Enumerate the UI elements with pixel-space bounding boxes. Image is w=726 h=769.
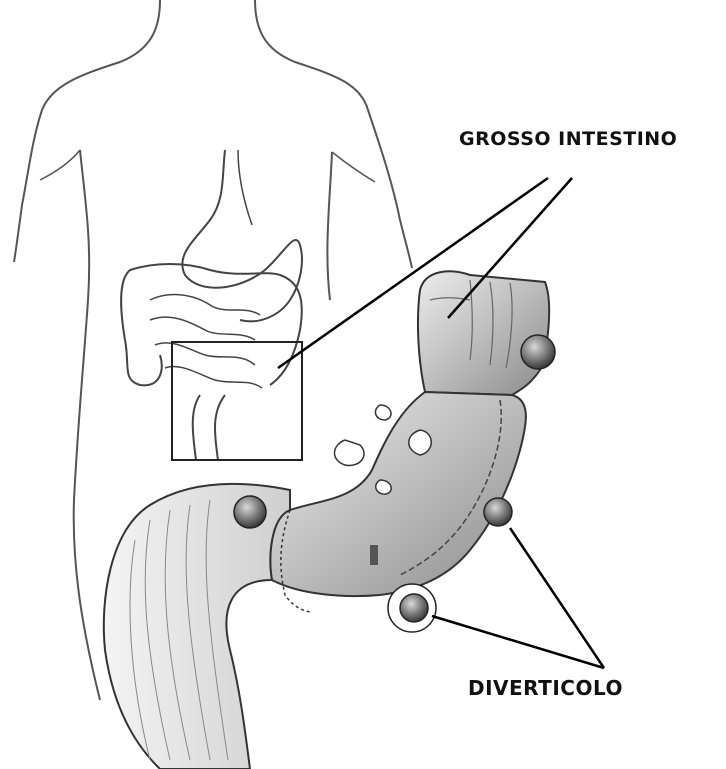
torso-right [327, 152, 332, 300]
chest-line-right [332, 152, 375, 182]
sigmoid-small [193, 395, 225, 460]
diverticulum-top-right [521, 335, 555, 369]
diverticulum-left [234, 496, 266, 528]
abdomen-organs [121, 150, 302, 460]
leader-diverticulum-2 [432, 616, 604, 668]
upper-colon-segment [418, 271, 549, 395]
stomach-inner [238, 150, 252, 225]
stomach [182, 150, 302, 321]
leader-diverticulum-1 [510, 528, 604, 668]
label-large-intestine: GROSSO INTESTINO [459, 128, 677, 150]
torso-left [74, 150, 100, 700]
zoom-box [172, 342, 302, 460]
rectum-segment [104, 484, 290, 769]
diverticulum-bottom-inner [400, 594, 428, 622]
chest-line-left [40, 150, 80, 180]
inner-stem [370, 545, 378, 565]
small-colon-outline [121, 264, 302, 385]
label-diverticulum: DIVERTICOLO [468, 676, 623, 700]
colon-body [270, 392, 526, 596]
neck-right [255, 0, 412, 268]
diverticulum-right [484, 498, 512, 526]
